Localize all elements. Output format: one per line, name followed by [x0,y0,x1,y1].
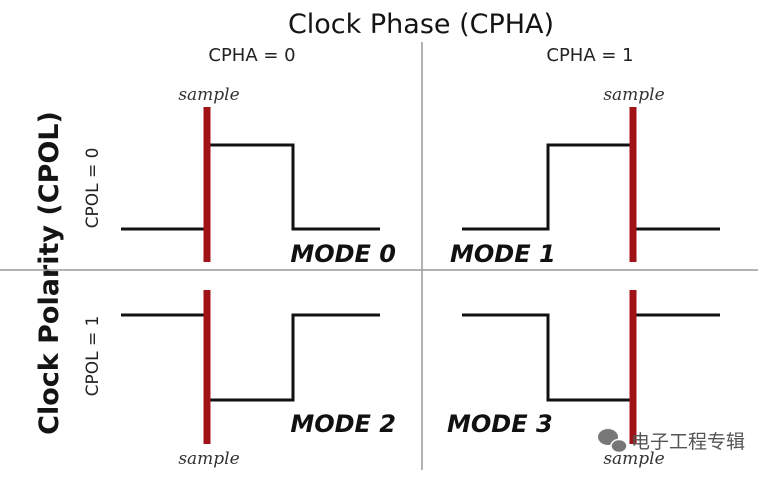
mode1-label: MODE 1 [450,240,556,268]
row-header-cpol0: CPOL = 0 [83,148,103,229]
diagram-title: Clock Phase (CPHA) [288,9,554,40]
cpol-axis-label: Clock Polarity (CPOL) [34,111,65,435]
column-header-cpha1: CPHA = 1 [546,45,633,66]
watermark-text: 电子工程专辑 [631,431,745,453]
mode3-label: MODE 3 [447,410,553,438]
mode0-clock-waveform [121,143,380,231]
wechat-logo-icon [598,429,628,454]
mode2-clock-waveform [121,313,380,402]
mode0-sample-label: sample [178,85,239,105]
mode0-label: MODE 0 [290,240,396,268]
row-header-cpol1: CPOL = 1 [83,316,103,397]
column-header-cpha0: CPHA = 0 [208,45,295,66]
mode2-label: MODE 2 [290,410,396,438]
mode3-sample-label: sample [603,449,664,469]
mode1-sample-label: sample [603,85,664,105]
mode3-clock-waveform [462,313,720,402]
mode1-clock-waveform [462,143,720,231]
mode2-sample-label: sample [178,449,239,469]
